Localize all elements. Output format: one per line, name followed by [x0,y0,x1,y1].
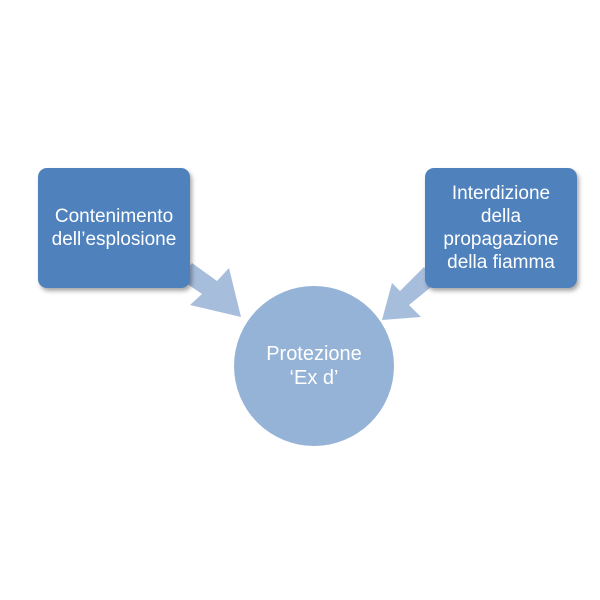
flame-line-1: Interdizione [451,183,551,204]
protection-circle-text: Protezione ‘Ex d’ [266,342,362,390]
flame-line-4: della fiamma [447,252,555,273]
containment-box-text: Contenimento dell’esplosione [52,205,177,251]
right-arrow [382,267,436,320]
containment-line-2: dell’esplosione [51,229,177,250]
protection-line-1: Protezione [266,343,362,365]
protection-circle: Protezione ‘Ex d’ [234,286,394,446]
flame-line-2: della [480,206,522,227]
containment-line-1: Contenimento [54,206,174,227]
flame-propagation-box: Interdizione della propagazione della fi… [425,168,577,288]
containment-box: Contenimento dell’esplosione [38,168,190,288]
left-arrow [180,263,241,317]
protection-line-2: ‘Ex d’ [289,367,339,389]
flame-propagation-box-text: Interdizione della propagazione della fi… [443,182,558,274]
flame-line-3: propagazione [443,229,559,250]
